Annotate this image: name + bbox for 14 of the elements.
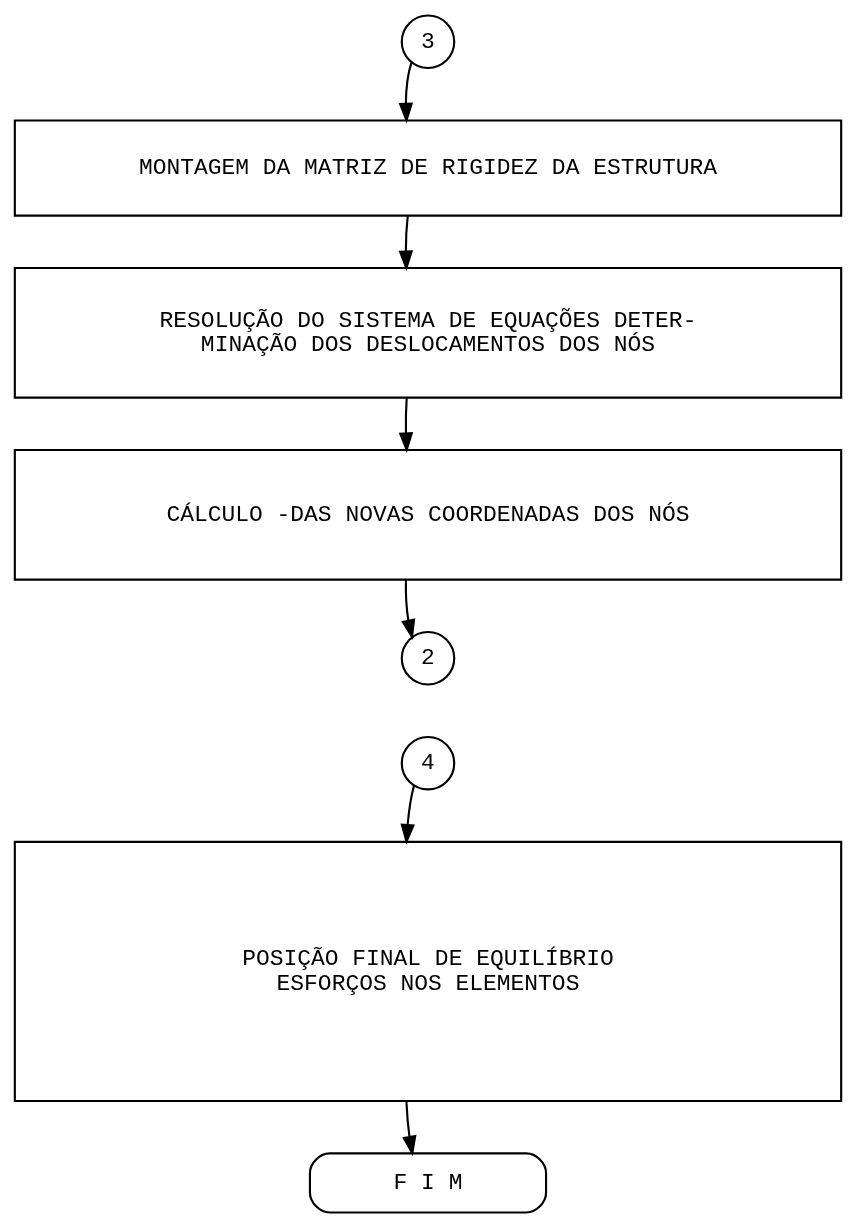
- node-circle: 4: [400, 735, 456, 790]
- arrow: [398, 215, 414, 271]
- arrow: [401, 579, 416, 640]
- node-circle: 3: [400, 14, 456, 69]
- arrow: [400, 785, 415, 845]
- node-box: MONTAGEM DA MATRIZ DE RIGIDEZ DA ESTRUTURA: [13, 118, 843, 217]
- arrow: [398, 61, 414, 123]
- arrow: [398, 397, 414, 453]
- node-box: POSIÇÃO FINAL DE EQUILÍBRIO ESFORÇOS NOS ELEMENTOS: [13, 840, 843, 1102]
- node-box: CÁLCULO -DAS NOVAS COORDENADAS DOS NÓS: [13, 448, 843, 581]
- arrow: [402, 1100, 417, 1156]
- node-box: RESOLUÇÃO DO SISTEMA DE EQUAÇÕES DETER- MINAÇÃO DOS DESLOCAMENTOS DOS NÓS: [13, 266, 843, 399]
- node-circle: 2: [400, 630, 456, 686]
- node-box: F I M: [308, 1151, 548, 1213]
